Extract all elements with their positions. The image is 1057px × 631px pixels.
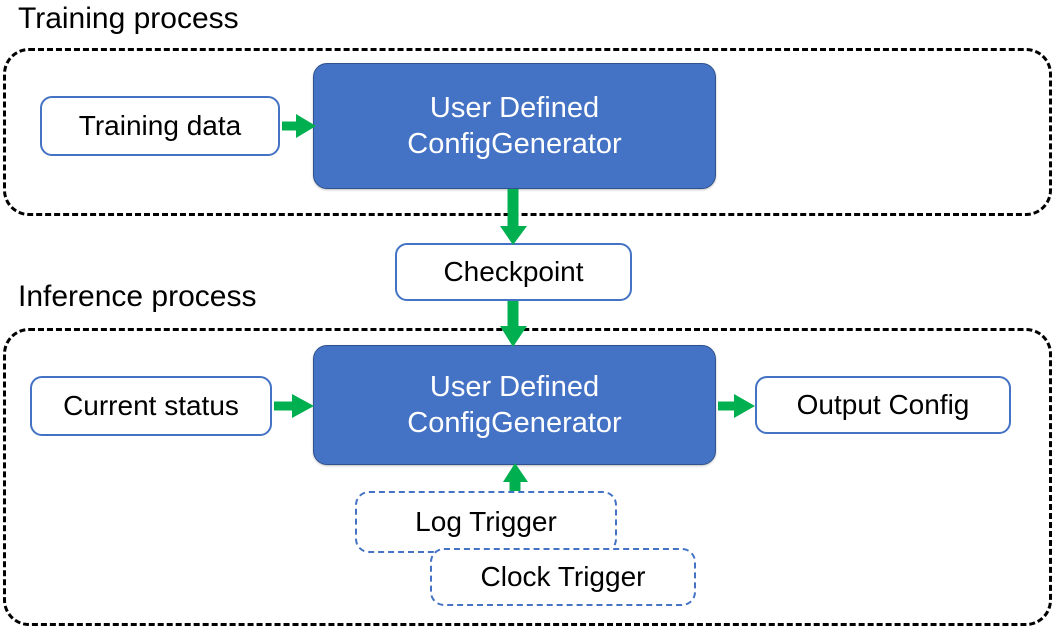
node-checkpoint-label: Checkpoint (443, 256, 584, 287)
node-user-defined-config-generator-training[interactable]: User Defined ConfigGenerator (313, 63, 716, 189)
node-training-data-label: Training data (78, 110, 242, 141)
node-generator-infer-line2: ConfigGenerator (407, 407, 622, 439)
node-log-trigger[interactable]: Log Trigger (355, 491, 617, 553)
training-process-container (3, 48, 1052, 216)
node-clock-trigger-label: Clock Trigger (480, 561, 646, 592)
node-output-config-label: Output Config (796, 389, 970, 420)
node-checkpoint[interactable]: Checkpoint (395, 243, 632, 301)
node-current-status[interactable]: Current status (30, 376, 272, 436)
node-generator-train-line2: ConfigGenerator (407, 128, 622, 160)
node-current-status-label: Current status (63, 390, 239, 421)
node-user-defined-config-generator-inference[interactable]: User Defined ConfigGenerator (313, 345, 716, 465)
node-log-trigger-label: Log Trigger (415, 506, 557, 537)
section-label-inference: Inference process (18, 280, 257, 313)
node-generator-infer-line1: User Defined (429, 371, 600, 403)
node-generator-train-line1: User Defined (429, 92, 600, 124)
inference-process-container (3, 328, 1052, 626)
node-training-data[interactable]: Training data (40, 96, 280, 156)
node-clock-trigger[interactable]: Clock Trigger (430, 548, 696, 606)
section-label-training: Training process (18, 2, 239, 35)
node-output-config[interactable]: Output Config (755, 376, 1011, 434)
